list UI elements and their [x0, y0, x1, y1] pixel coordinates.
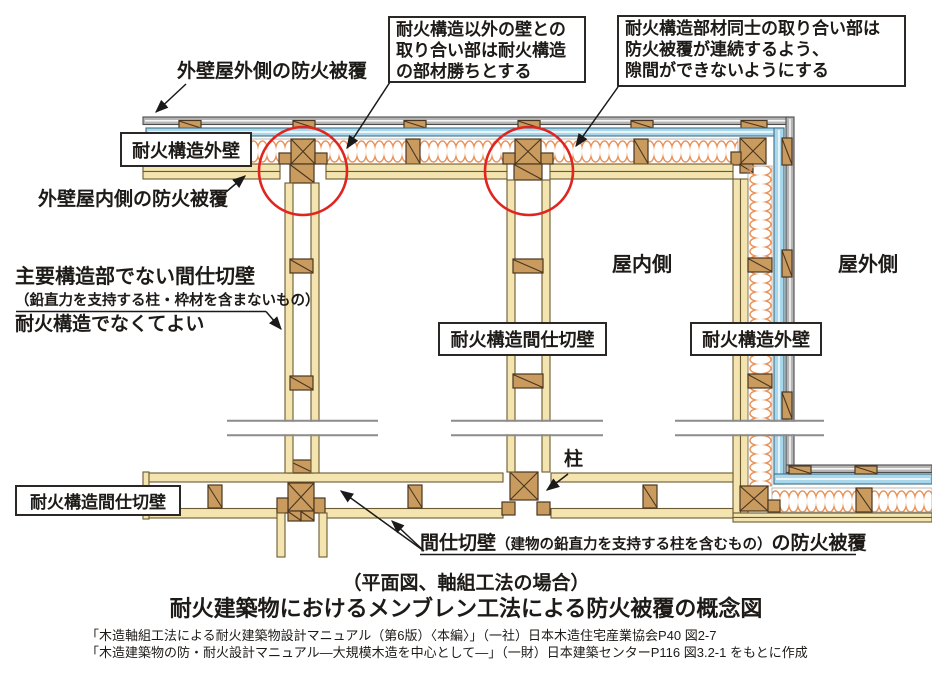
post-partition1-joint: [290, 138, 316, 165]
partition-covering-part1: 間仕切壁: [420, 533, 497, 554]
partition1-stub-below: [276, 512, 328, 558]
label-indoor-side: 屋内側: [612, 254, 672, 276]
furring-strips-right: [781, 137, 793, 420]
source-line2: 「木造建築物の防・耐火設計マニュアル―大規模木造を中心として―」（一財）日本建築…: [86, 645, 808, 660]
bottom-right-exterior-wall: [732, 464, 932, 523]
label-outdoor-side: 屋外側: [838, 254, 898, 276]
leader-partition-covering-top: [339, 490, 425, 552]
joint-p1-bottom: [276, 459, 326, 522]
leader-inner-covering: [225, 175, 247, 193]
leader-callout-left: [346, 81, 391, 150]
post-partition2-joint: [514, 138, 542, 165]
callout-left-line2: 取り合い部は耐火構造: [396, 41, 566, 60]
furring-strips-bottom-right: [788, 465, 878, 475]
callout-non-fire-wall-joint: 耐火構造以外の壁との 取り合い部は耐火構造 の部材勝ちとする: [388, 16, 586, 83]
joint-blocking-p2: [502, 152, 554, 181]
label-box-exterior-wall-top: 耐火構造外壁: [120, 132, 252, 167]
right-exterior-wall: [732, 116, 795, 514]
note-line1: 主要構造部でない間仕切壁: [15, 266, 255, 288]
callout-left-line1: 耐火構造以外の壁との: [396, 20, 566, 39]
note-line3: 耐火構造でなくてよい: [15, 314, 205, 335]
partition-covering-part2: （建物の鉛直力を支持する柱を含むもの）: [496, 537, 772, 553]
label-box-exterior-wall-right: 耐火構造外壁: [690, 322, 822, 356]
post-corner-top-right: [730, 137, 767, 174]
caption-line1: （平面図、軸組工法の場合）: [342, 573, 590, 594]
leader-lines: [16, 81, 856, 556]
label-pillar: 柱: [564, 449, 584, 470]
callout-left-line3: の部材勝ちとする: [396, 62, 532, 81]
break-marks: [227, 419, 824, 437]
leader-note: [265, 311, 282, 331]
joint-highlight-circle-2: [483, 125, 575, 217]
leader-partition-covering-bottom: [391, 520, 425, 552]
note-line2: （鉛直力を支持する柱・枠材を含まないもの）: [15, 293, 320, 309]
studs-right-wall: [747, 257, 773, 389]
bottom-partition-wall: [142, 459, 734, 558]
label-inner-covering: 外壁屋内側の防火被覆: [38, 189, 229, 210]
label-outer-covering: 外壁屋外側の防火被覆: [177, 61, 368, 82]
leader-callout-right: [575, 86, 619, 148]
callout-fire-member-joint: 耐火構造部材同士の取り合い部は 防火被覆が連続するよう、 隙間ができないようにす…: [617, 15, 906, 87]
callout-right-line3: 隙間ができないようにする: [625, 61, 829, 80]
source-line1: 「木造軸組工法による耐火建築物設計マニュアル（第6版）〈本編〉」（一社）日本木造…: [86, 628, 717, 643]
leader-pillar: [545, 473, 569, 491]
studs-bottom-wall: [207, 484, 658, 509]
label-box-partition-mid: 耐火構造間仕切壁: [438, 322, 607, 356]
callout-right-line2: 防火被覆が連続するよう、: [625, 40, 829, 59]
leader-outer-covering: [155, 83, 187, 113]
partition-covering-part3: の防火被覆: [771, 533, 867, 554]
label-box-partition-bottom: 耐火構造間仕切壁: [15, 485, 181, 516]
partition-wall-1: [284, 182, 320, 474]
joint-p2-bottom-pillar: [501, 471, 551, 516]
label-partition-covering: 間仕切壁（建物の鉛直力を支持する柱を含むもの）の防火被覆: [420, 533, 867, 555]
post-corner-bottom-right: [739, 485, 781, 513]
joint-blocking-p1: [278, 152, 328, 184]
interior-covering-top: [142, 163, 734, 180]
caption-title: 耐火建築物におけるメンブレン工法による防火被覆の概念図: [169, 596, 763, 621]
callout-right-line1: 耐火構造部材同士の取り合い部は: [625, 19, 880, 38]
joint-highlight-circle-1: [257, 125, 349, 217]
